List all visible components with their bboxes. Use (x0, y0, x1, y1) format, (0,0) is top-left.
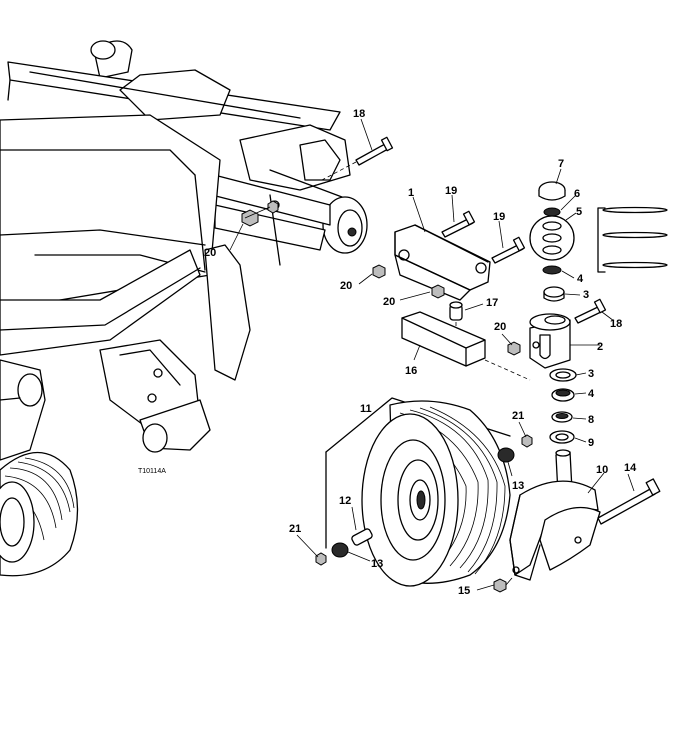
lower-stack-3-4-8-9 (549, 368, 577, 444)
mower-frame-drawing (0, 40, 368, 577)
callout-19-right: 19 (493, 211, 505, 223)
bolt-18-top (321, 136, 394, 181)
bolt-18-right (574, 298, 607, 324)
callout-9: 9 (588, 437, 594, 449)
axle-bolt-14 (597, 478, 661, 525)
callout-11: 11 (360, 403, 372, 415)
caster-fork-10 (509, 449, 601, 581)
callout-2: 2 (597, 341, 603, 353)
leader-lines (229, 118, 635, 591)
hub-parts-7-6-5 (529, 181, 575, 302)
callout-4-top: 4 (577, 273, 584, 285)
left-rear-tire-drawing (0, 451, 79, 577)
callout-19-left: 19 (445, 185, 457, 197)
callout-12: 12 (339, 495, 351, 507)
callout-7: 7 (558, 158, 564, 170)
spacer-bar-16 (401, 311, 531, 381)
axle-hardware-12-13-21 (315, 434, 533, 566)
callout-18-top: 18 (353, 108, 365, 120)
callout-5: 5 (576, 206, 582, 218)
callout-20-d: 20 (204, 247, 216, 259)
callout-20-b: 20 (383, 296, 395, 308)
callout-8: 8 (588, 414, 594, 426)
nut-15 (493, 577, 513, 593)
callout-16: 16 (405, 365, 417, 377)
callout-1: 1 (408, 187, 414, 199)
callout-10: 10 (596, 464, 608, 476)
callout-6: 6 (574, 188, 580, 200)
nuts-20 (372, 264, 521, 356)
figure-id: T10114A (138, 468, 166, 475)
pin-17 (449, 301, 463, 345)
callout-20-a: 20 (340, 280, 352, 292)
tire-wheel-11 (325, 397, 511, 587)
callout-14: 14 (624, 462, 637, 474)
callout-labels: 18 1 19 19 7 6 5 4 3 18 2 3 4 8 9 17 20 … (204, 108, 637, 597)
spindle-housing-2 (529, 313, 571, 369)
callout-20-c: 20 (494, 321, 506, 333)
callout-21-left: 21 (289, 523, 301, 535)
callout-3-bottom: 3 (588, 368, 594, 380)
callout-3-top: 3 (583, 289, 589, 301)
callout-17: 17 (486, 297, 498, 309)
variant-bracket (597, 206, 668, 273)
callout-21-right: 21 (512, 410, 524, 422)
callout-13-right: 13 (512, 480, 524, 492)
mount-bracket-1 (394, 224, 491, 301)
callout-18-right: 18 (610, 318, 622, 330)
callout-4-bottom: 4 (588, 388, 595, 400)
bolts-19 (441, 210, 526, 264)
callout-15: 15 (458, 585, 470, 597)
callout-13-left: 13 (371, 558, 383, 570)
